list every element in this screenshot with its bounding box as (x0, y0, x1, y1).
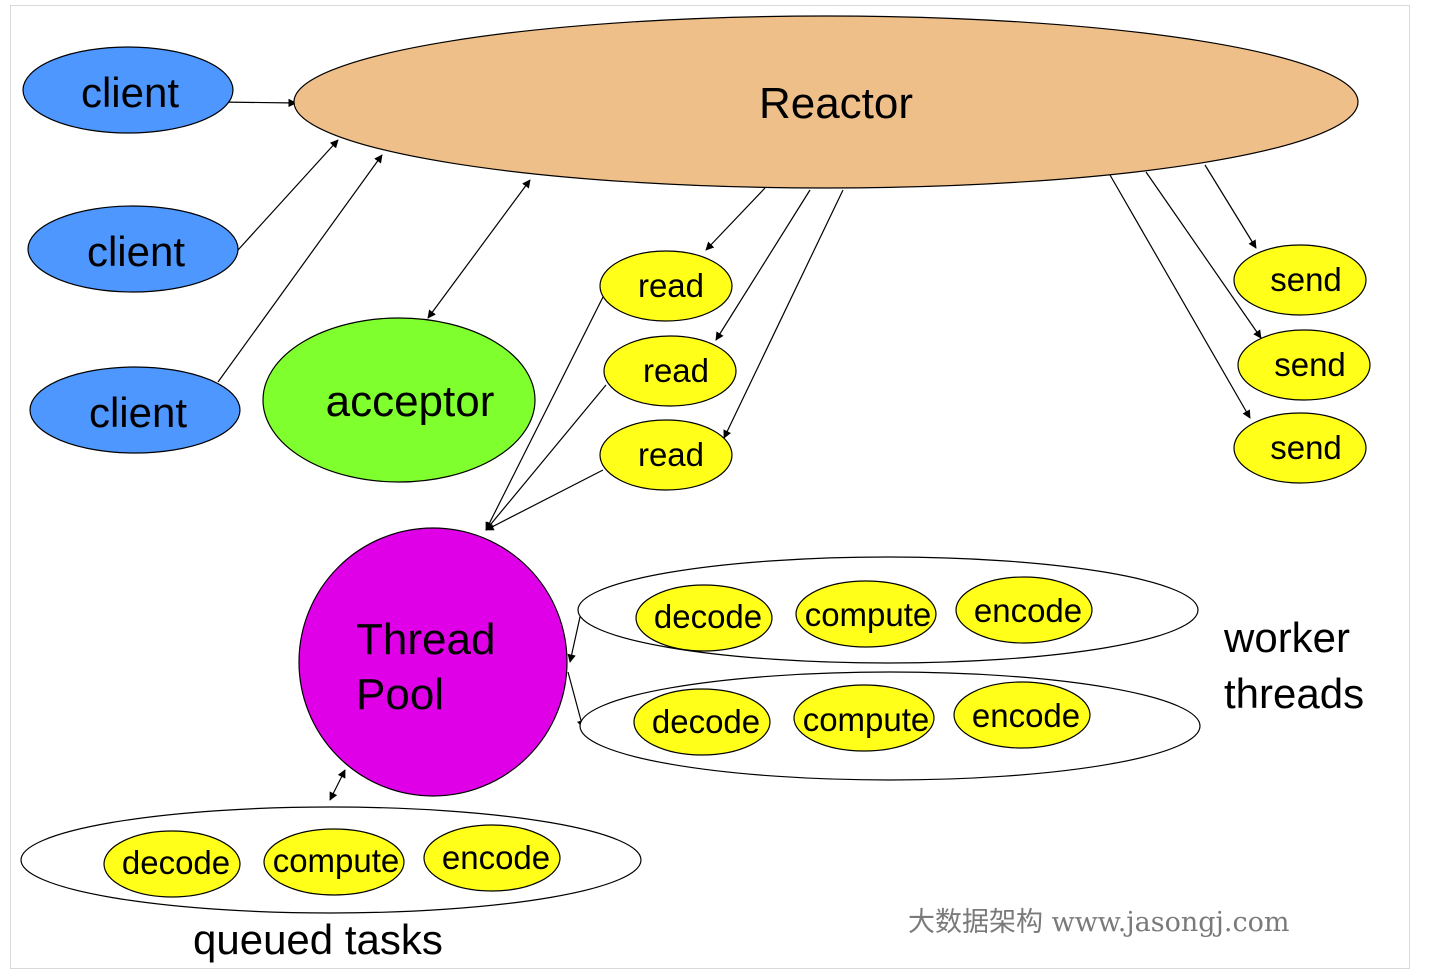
reactor-label: Reactor (759, 79, 913, 128)
task-compute: compute (805, 596, 932, 633)
diagram-frame (10, 5, 1410, 969)
read-node: read (599, 250, 733, 322)
client-node: client (27, 205, 239, 293)
read-label: read (638, 436, 704, 473)
arrow-reactor-to-read (715, 189, 811, 341)
watermark: 大数据架构 www.jasongj.com (908, 907, 1289, 938)
arrow-client-to-reactor (217, 154, 383, 383)
read-label: read (638, 267, 704, 304)
client-node: client (22, 46, 234, 134)
arrow-threadpool-queue (329, 769, 346, 801)
arrow-read-to-threadpool (485, 296, 604, 531)
task-encode: encode (972, 697, 1080, 734)
client-label: client (81, 69, 179, 116)
send-label: send (1274, 346, 1346, 383)
arrow-reactor-to-send (1204, 164, 1257, 249)
read-node: read (603, 335, 737, 407)
acceptor-node: acceptor (262, 317, 536, 483)
connectors (217, 98, 1262, 801)
arrow-threadpool-to-worker (567, 671, 586, 729)
worker-threads-label-line2: threads (1224, 670, 1364, 717)
arrow-reactor-acceptor (427, 179, 531, 319)
read-label: read (643, 352, 709, 389)
acceptor-label: acceptor (326, 377, 495, 426)
send-label: send (1270, 429, 1342, 466)
arrow-client-to-reactor (217, 98, 297, 108)
thread-pool-label-line1: Thread (356, 615, 495, 664)
queued-tasks-group: decode compute encode (20, 806, 642, 914)
task-decode: decode (654, 598, 762, 635)
reactor-node: Reactor (293, 15, 1359, 189)
client-node: client (29, 366, 241, 454)
send-node: send (1237, 329, 1371, 401)
arrow-read-to-threadpool (485, 469, 604, 531)
arrow-reactor-to-read (705, 187, 766, 251)
thread-pool-node: Thread Pool (298, 527, 568, 797)
task-decode: decode (652, 703, 760, 740)
client-label: client (89, 389, 187, 436)
arrow-client-to-reactor (237, 139, 339, 251)
send-node: send (1233, 244, 1367, 316)
arrow-read-to-threadpool (485, 384, 607, 531)
task-compute: compute (803, 701, 930, 738)
client-label: client (87, 228, 185, 275)
send-label: send (1270, 261, 1342, 298)
read-node: read (599, 419, 733, 491)
task-encode: encode (974, 592, 1082, 629)
worker-thread-group: decode compute encode (579, 671, 1201, 781)
send-node: send (1233, 412, 1367, 484)
worker-threads-label-line1: worker (1223, 614, 1350, 661)
arrow-reactor-to-send (1109, 174, 1251, 419)
queued-tasks-label: queued tasks (193, 916, 443, 963)
worker-thread-group: decode compute encode (577, 556, 1199, 664)
task-encode: encode (442, 839, 550, 876)
arrow-reactor-to-read (723, 189, 844, 439)
task-decode: decode (122, 844, 230, 881)
thread-pool-label-line2: Pool (356, 670, 444, 719)
task-compute: compute (273, 842, 400, 879)
arrow-reactor-to-send (1145, 171, 1262, 339)
